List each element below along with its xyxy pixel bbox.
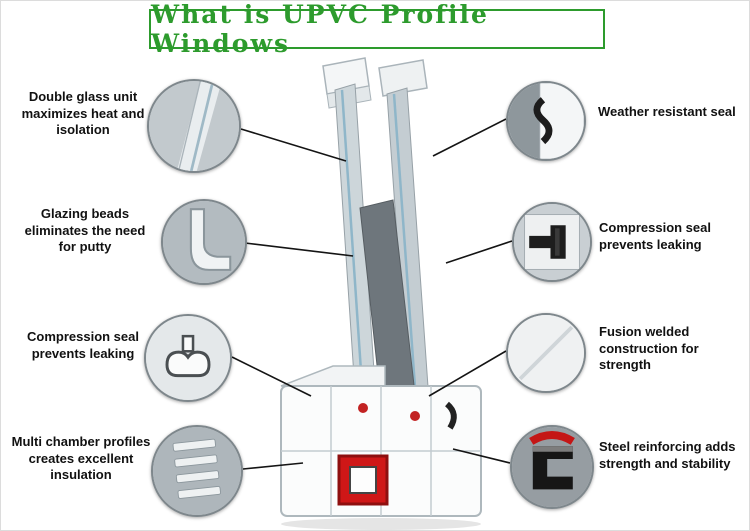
multi-chamber-icon xyxy=(153,427,241,515)
page-title: What is UPVC Profile Windows xyxy=(149,1,605,58)
callout-label-multi-chamber: Multi chamber profiles creates excellent… xyxy=(11,434,151,483)
callout-label-steel-reinforcing: Steel reinforcing adds strength and stab… xyxy=(599,439,736,471)
callout-label-weather-seal: Weather resistant seal xyxy=(598,104,736,119)
detail-circle-fusion-weld xyxy=(506,313,586,393)
detail-circle-double-glass xyxy=(147,79,241,173)
detail-circle-compression-seal-right xyxy=(512,202,592,282)
callout-label-double-glass: Double glass unit maximizes heat and iso… xyxy=(21,89,145,138)
window-profile-cross-section xyxy=(280,57,482,530)
detail-circle-glazing-bead xyxy=(161,199,247,285)
callout-label-compression-seal-right: Compression seal prevents leaking xyxy=(599,220,711,252)
double-glass-icon xyxy=(149,81,239,171)
glazing-bead-icon xyxy=(163,201,245,283)
detail-circle-weather-seal xyxy=(506,81,586,161)
fusion-weld-icon xyxy=(508,315,584,391)
compression-seal-icon xyxy=(146,316,230,400)
callout-label-compression-seal-left: Compression seal prevents leaking xyxy=(27,329,139,361)
compression-seal-icon xyxy=(514,204,590,280)
callout-label-glazing-beads: Glazing beads eliminates the need for pu… xyxy=(24,206,146,255)
detail-circle-compression-seal-left xyxy=(144,314,232,402)
weather-seal-icon xyxy=(508,83,584,159)
detail-circle-multi-chamber xyxy=(151,425,243,517)
detail-circle-steel-reinforcing xyxy=(510,425,594,509)
callout-label-fusion-weld: Fusion welded construction for strength xyxy=(599,324,699,373)
steel-reinforcing-icon xyxy=(512,427,592,507)
